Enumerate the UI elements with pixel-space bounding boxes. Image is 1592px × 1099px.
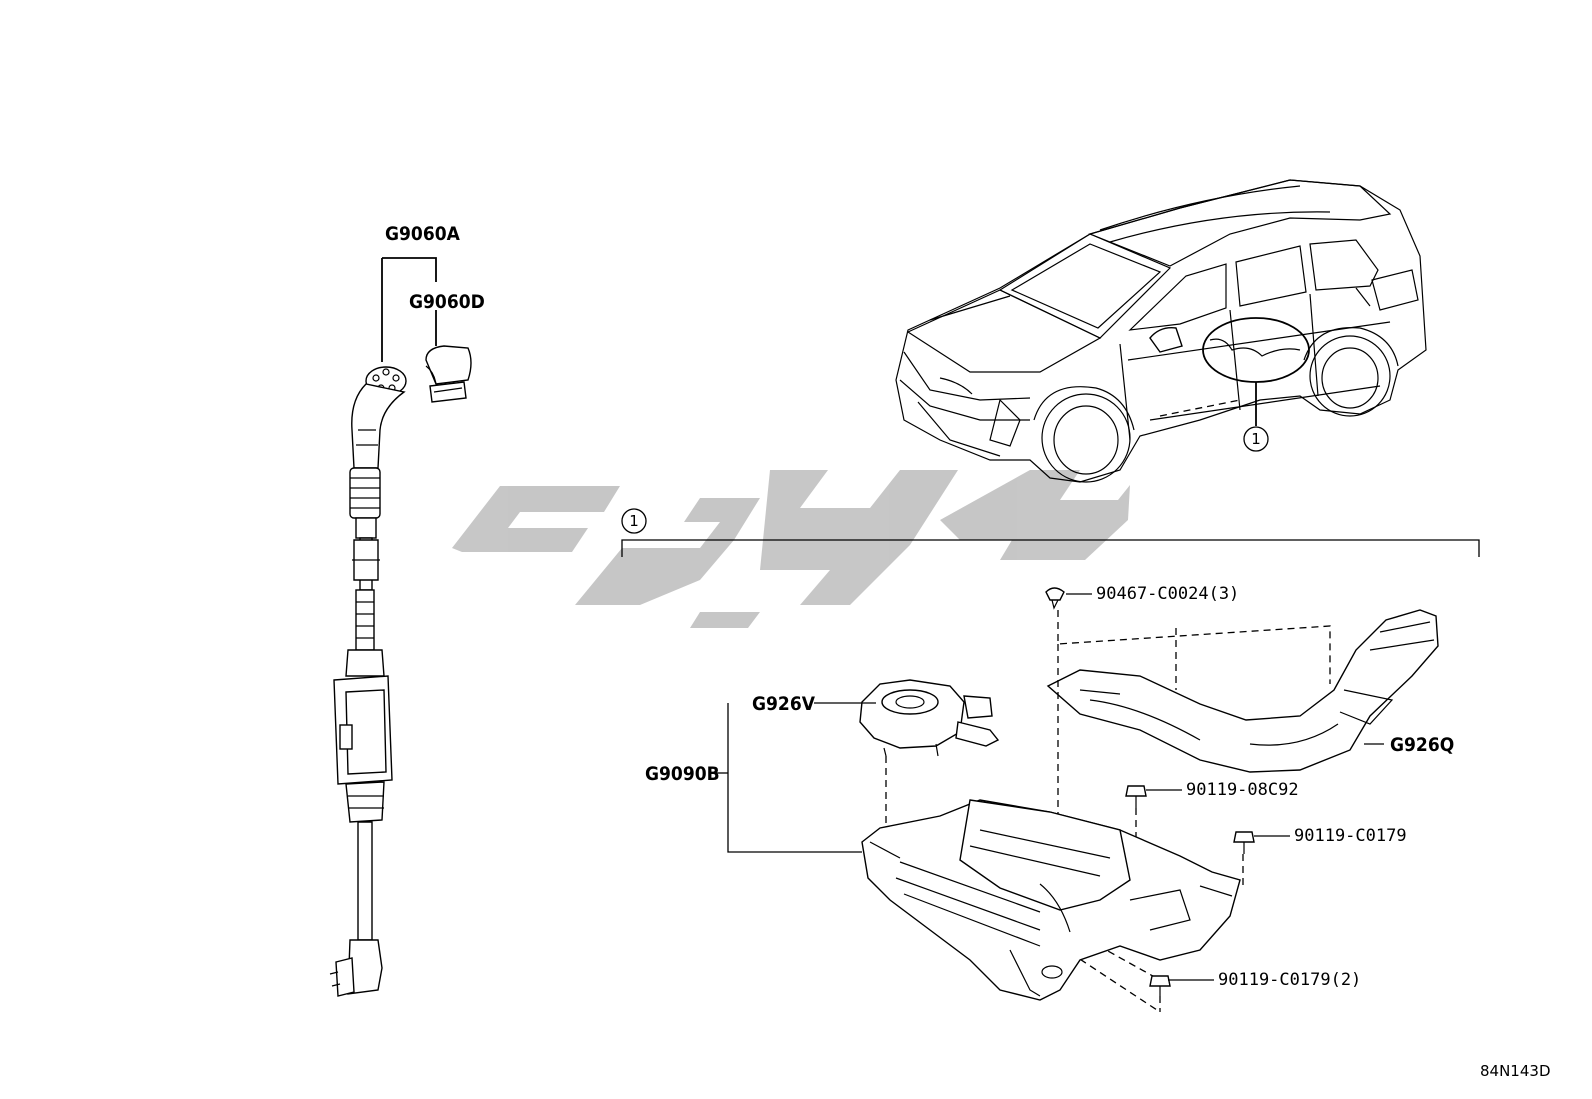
vehicle-callout-ref: 1 (1243, 426, 1269, 452)
label-bolt-c-part-number: 90119-C0179(2) (1218, 970, 1361, 990)
bolt-b-illustration (1233, 831, 1255, 854)
clip-illustration (1045, 587, 1065, 610)
charger-unit-illustration (861, 799, 1241, 1001)
label-clip-part-number: 90467-C0024(3) (1096, 584, 1239, 604)
label-g9060a: G9060A (385, 223, 461, 245)
adapter-cap-illustration (425, 345, 472, 403)
detail-callout-ref-text: 1 (629, 512, 639, 530)
leader-lines (712, 593, 1384, 981)
diagram-id: 84N143D (1480, 1062, 1551, 1080)
charging-cable-illustration (329, 366, 407, 997)
detail-frame: 1 (621, 508, 1480, 557)
bolt-c-illustration (1149, 975, 1171, 996)
label-bolt-a-part-number: 90119-08C92 (1186, 780, 1299, 800)
label-g9060d: G9060D (409, 291, 485, 313)
watermark-logo (452, 470, 1130, 628)
duct-illustration (1046, 609, 1439, 773)
label-g926v: G926V (752, 693, 816, 715)
label-g9090b: G9090B (645, 763, 720, 785)
vehicle-illustration (895, 179, 1427, 483)
bolt-a-illustration (1125, 785, 1147, 808)
sensor-module-illustration (859, 679, 1000, 757)
cable-callout-lines (381, 257, 437, 362)
label-bolt-b-part-number: 90119-C0179 (1294, 826, 1407, 846)
vehicle-callout-ref-text: 1 (1251, 430, 1261, 448)
label-g926q: G926Q (1390, 734, 1454, 756)
